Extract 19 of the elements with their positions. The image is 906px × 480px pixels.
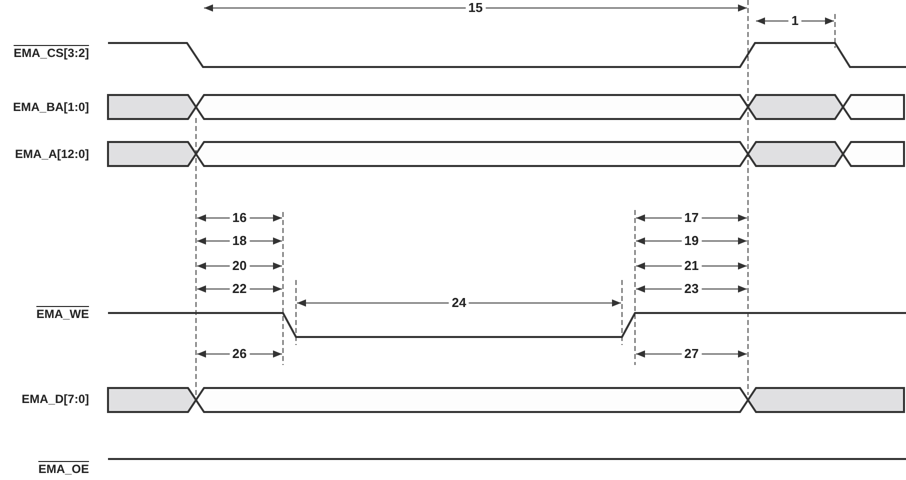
dimension-number: 20	[229, 259, 250, 273]
dimension-number: 21	[681, 259, 702, 273]
dimension-number: 22	[229, 282, 250, 296]
dimension-number: 17	[681, 211, 702, 225]
signal-name: EMA_WE	[36, 307, 89, 321]
signal-name: EMA_CS[3:2]	[14, 46, 89, 60]
signal-name: EMA_A[12:0]	[14, 147, 89, 161]
dimension-number: 1	[788, 14, 802, 28]
dimension-number: 18	[229, 234, 250, 248]
dimension-number: 19	[681, 234, 702, 248]
dimension-number: 16	[229, 211, 250, 225]
signal-name: EMA_BA[1:0]	[12, 100, 89, 114]
dimension-number: 23	[681, 282, 702, 296]
dimension-number: 24	[448, 296, 470, 310]
dimension-number: 26	[229, 347, 250, 361]
signal-name: EMA_D[7:0]	[22, 392, 89, 406]
signal-name: EMA_OE	[38, 462, 89, 476]
dimension-number: 27	[681, 347, 702, 361]
dimension-number: 15	[465, 1, 486, 15]
